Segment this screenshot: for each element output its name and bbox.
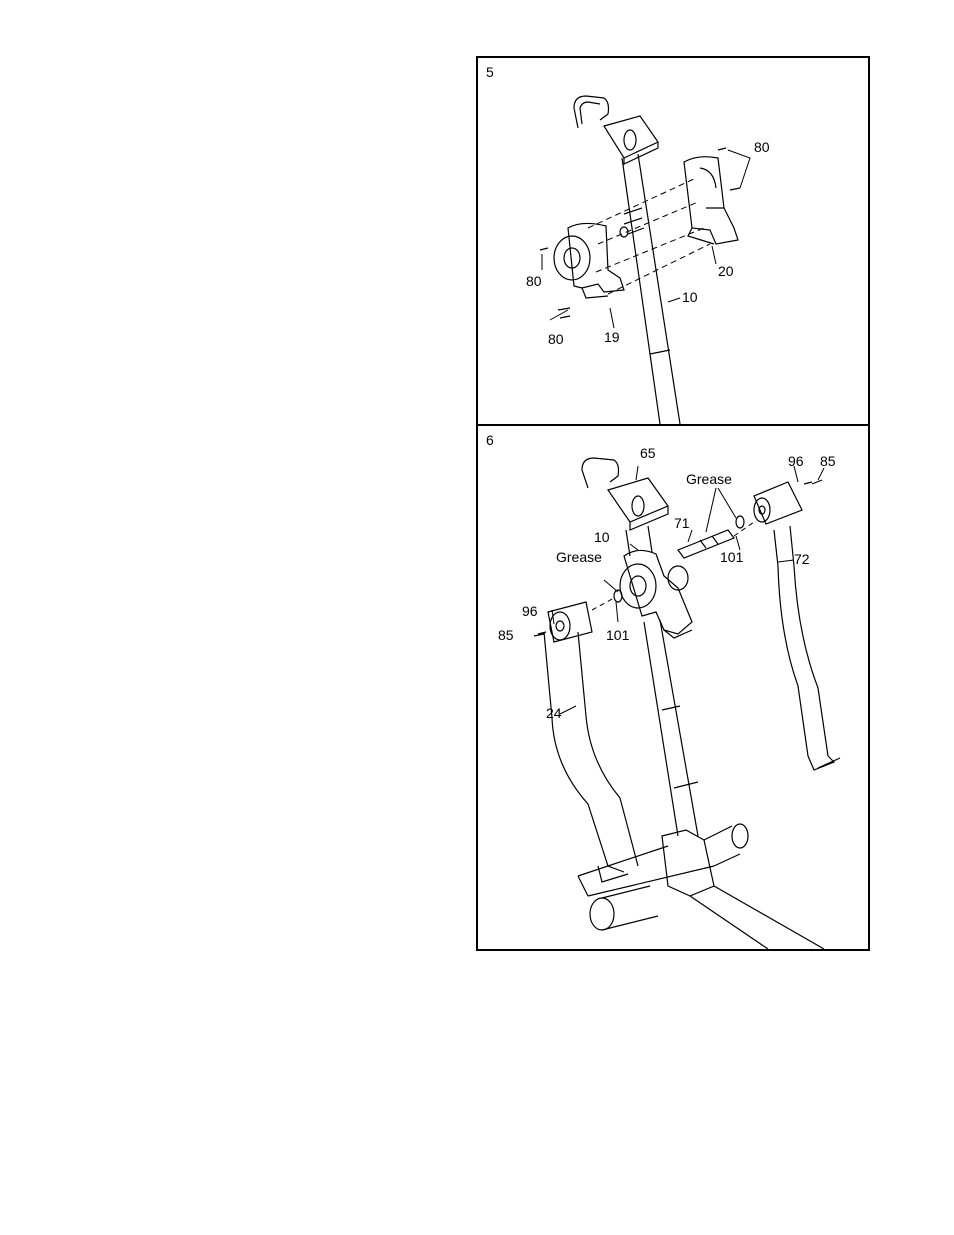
callout-grease: Grease [556, 550, 602, 564]
callout-96: 96 [522, 604, 538, 618]
callout-grease: Grease [686, 472, 732, 486]
step-6-illustration [478, 426, 868, 949]
callout-80: 80 [548, 332, 564, 346]
callout-96: 96 [788, 454, 804, 468]
callout-19: 19 [604, 330, 620, 344]
callout-20: 20 [718, 264, 734, 278]
callout-80: 80 [526, 274, 542, 288]
callout-71: 71 [674, 516, 690, 530]
callout-10: 10 [682, 290, 698, 304]
callout-65: 65 [640, 446, 656, 460]
step-5-illustration [478, 58, 868, 424]
callout-10: 10 [594, 530, 610, 544]
callout-80: 80 [754, 140, 770, 154]
callout-85: 85 [498, 628, 514, 642]
step-5-panel: 5 [476, 56, 870, 426]
callout-101: 101 [720, 550, 743, 564]
callout-101: 101 [606, 628, 629, 642]
callout-72: 72 [794, 552, 810, 566]
callout-24: 24 [546, 706, 562, 720]
step-6-panel: 6 [476, 424, 870, 951]
callout-85: 85 [820, 454, 836, 468]
